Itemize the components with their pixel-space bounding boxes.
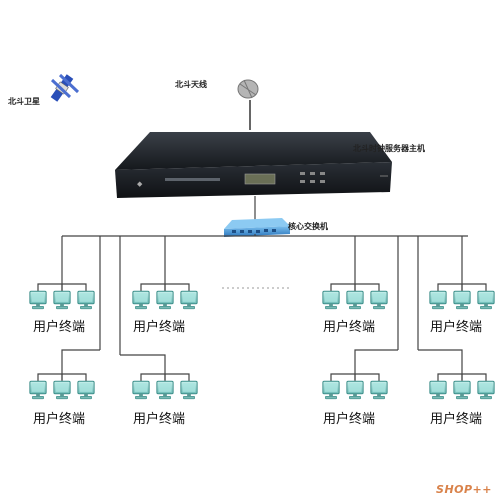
computer-icon xyxy=(156,380,174,400)
computer-icon xyxy=(346,290,364,310)
server-display xyxy=(244,173,276,185)
terminal-group-label: 用户终端 xyxy=(133,412,186,427)
terminal-group-label: 用户终端 xyxy=(33,412,86,427)
computer-icon xyxy=(180,380,198,400)
computer-icon xyxy=(477,290,495,310)
computer-icon xyxy=(53,380,71,400)
network-wiring xyxy=(37,234,487,382)
computer-icon xyxy=(477,380,495,400)
satellite-label: 北斗卫星 xyxy=(8,97,40,106)
computer-icon xyxy=(77,380,95,400)
watermark: SHOP++ xyxy=(436,483,492,496)
computer-icon xyxy=(370,290,388,310)
switch-label: 核心交换机 xyxy=(288,222,328,231)
terminal-group-label: 用户终端 xyxy=(133,320,186,335)
computer-icon xyxy=(322,290,340,310)
core-switch xyxy=(224,218,290,237)
satellite-icon xyxy=(50,73,80,102)
terminal-group-label: 用户终端 xyxy=(430,320,483,335)
computer-icon xyxy=(453,290,471,310)
computer-icon xyxy=(132,380,150,400)
computer-icon xyxy=(132,290,150,310)
computer-icon xyxy=(322,380,340,400)
computer-icon xyxy=(156,290,174,310)
computer-icon xyxy=(429,380,447,400)
antenna-icon xyxy=(237,79,259,130)
computer-icon xyxy=(453,380,471,400)
antenna-label: 北斗天线 xyxy=(175,80,207,89)
terminal-group-label: 用户终端 xyxy=(430,412,483,427)
computer-icon xyxy=(29,380,47,400)
computer-icon xyxy=(77,290,95,310)
computer-icon xyxy=(346,380,364,400)
terminal-group-label: 用户终端 xyxy=(33,320,86,335)
host-label: 北斗时钟服务器主机 xyxy=(353,144,425,153)
computer-icon xyxy=(370,380,388,400)
computer-icon xyxy=(180,290,198,310)
server-host: ◆ xyxy=(115,132,392,198)
computer-icon xyxy=(429,290,447,310)
computer-icon xyxy=(53,290,71,310)
computer-icon xyxy=(29,290,47,310)
terminal-group-label: 用户终端 xyxy=(323,412,376,427)
terminal-group-label: 用户终端 xyxy=(323,320,376,335)
server-logo-icon: ◆ xyxy=(137,180,143,188)
